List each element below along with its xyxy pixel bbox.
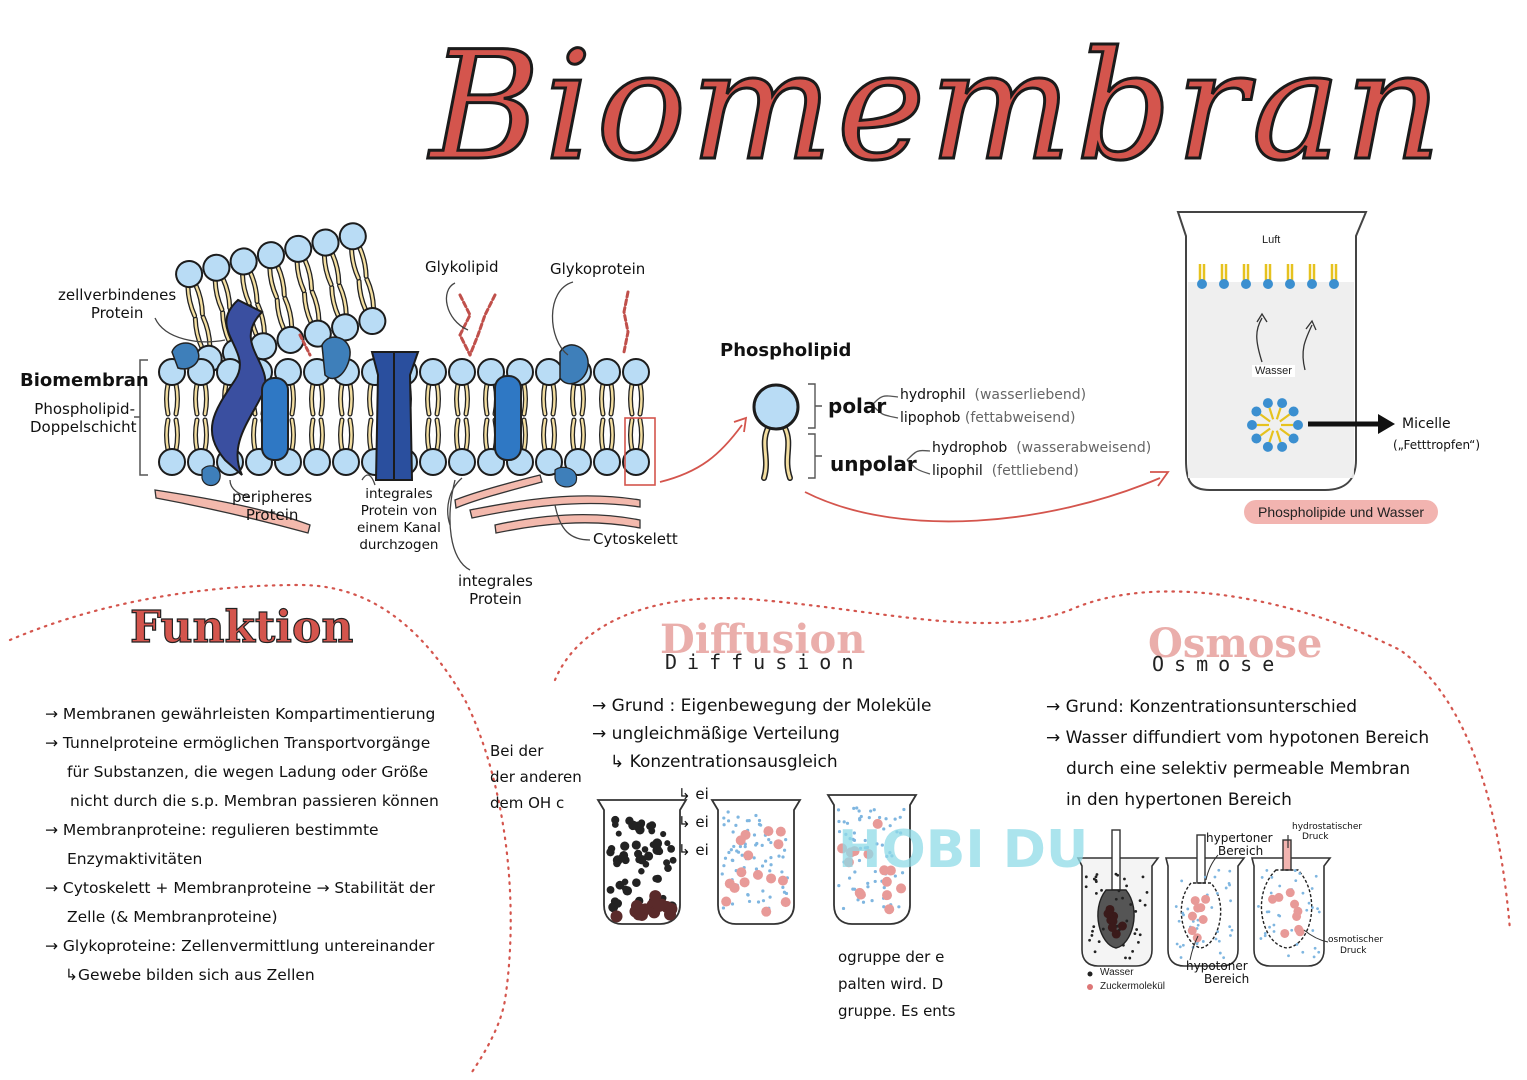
legend-wasser: Wasser	[1100, 967, 1134, 978]
label-luft: Luft	[1262, 234, 1281, 246]
sugar-chains	[298, 290, 630, 357]
highlight-box	[624, 417, 656, 486]
funktion-line: → Membranproteine: regulieren bestimmte	[45, 821, 379, 839]
funktion-line: → Tunnelproteine ermöglichen Transportvo…	[45, 734, 431, 752]
integral-protein-1	[261, 377, 289, 461]
leader-lines	[154, 281, 591, 571]
peripheral-protein-top	[171, 342, 200, 370]
integral-protein-2	[494, 375, 522, 461]
arrow-to-beaker	[804, 477, 1161, 523]
osmose-line: in den hypertonen Bereich	[1066, 790, 1292, 810]
diffusion-ei-fragments: ↳ ei↳ ei↳ ei	[678, 785, 709, 859]
label-hydrophob: hydrophob (wasserabweisend)	[932, 440, 1152, 456]
cytoskeleton-fibers	[154, 474, 641, 534]
osmose-beakers	[1076, 829, 1332, 990]
label-micelle: Micelle	[1402, 416, 1451, 432]
funktion-line: nicht durch die s.p. Membran passieren k…	[70, 792, 439, 810]
bottom-peripheral-protein-2	[554, 466, 578, 488]
diffusion-list: → Grund : Eigenbewegung der Moleküle → u…	[592, 692, 932, 776]
diffusion-heading: Diffusion	[660, 616, 866, 663]
zoom-arrow	[659, 424, 743, 483]
funktion-line: Zelle (& Membranproteine)	[67, 908, 278, 926]
osmose-subheading: Osmose	[1152, 652, 1285, 676]
label-hydrophil: hydrophil (wasserliebend)	[900, 387, 1087, 403]
single-phospholipid	[752, 383, 800, 481]
bilayer-bracket	[134, 359, 148, 476]
funktion-line: → Cytoskelett + Membranproteine → Stabil…	[45, 879, 435, 897]
label-cytoskeleton: Cytoskelett	[593, 530, 678, 548]
diffusion-subheading: Diffusion	[665, 650, 864, 674]
osmose-line: → Grund: Konzentrationsunterschied	[1046, 697, 1358, 717]
label-lipophob: lipophob (fettabweisend)	[900, 410, 1076, 426]
label-wasser: Wasser	[1252, 365, 1295, 377]
label-polar: polar	[828, 394, 887, 418]
peripheral-protein-2	[321, 336, 351, 380]
label-glycoprotein: Glykoprotein	[550, 260, 646, 278]
beaker-caption: Phospholipide und Wasser	[1244, 500, 1439, 524]
label-biomembran: Biomembran	[20, 370, 149, 391]
funktion-line: Enzymaktivitäten	[67, 850, 203, 868]
funktion-list: → Membranen gewährleisten Kompartimentie…	[45, 700, 439, 990]
label-glycolipid: Glykolipid	[425, 258, 499, 276]
label-unpolar: unpolar	[830, 452, 917, 476]
label-lipophil: lipophil (fettliebend)	[932, 463, 1079, 479]
diffusion-overlay-text: HOBI DU	[838, 820, 1089, 880]
funktion-border	[8, 583, 512, 1077]
funktion-heading: Funktion	[129, 601, 354, 653]
legend-zucker: Zuckermolekül	[1100, 981, 1166, 992]
diffusion-osmose-border	[553, 590, 1512, 932]
osmose-line: → Wasser diffundiert vom hypotonen Berei…	[1046, 728, 1430, 748]
diffusion-line: ↳ Konzentrationsausgleich	[610, 752, 838, 772]
bottom-peripheral-protein	[201, 465, 221, 487]
funktion-line: für Substanzen, die wegen Ladung oder Gr…	[67, 763, 429, 781]
bilayer-fragment	[175, 222, 387, 373]
funktion-line: → Membranen gewährleisten Kompartimentie…	[45, 705, 436, 723]
diffusion-beakers	[596, 794, 918, 925]
diffusion-line: → Grund : Eigenbewegung der Moleküle	[592, 696, 932, 716]
osmose-list: → Grund: Konzentrationsunterschied → Was…	[1046, 692, 1429, 816]
label-micelle-note: („Fetttropfen“)	[1393, 438, 1481, 452]
funktion-line: → Glykoproteine: Zellenvermittlung unter…	[45, 937, 435, 955]
osmose-line: durch eine selektiv permeable Membran	[1066, 759, 1411, 779]
phospholipid-title: Phospholipid	[720, 340, 852, 361]
page-title: Biomembran	[429, 19, 1446, 196]
cell-connecting-protein	[210, 298, 267, 476]
diffusion-line: → ungleichmäßige Verteilung	[592, 724, 840, 744]
funktion-line: ↳Gewebe bilden sich aus Zellen	[65, 966, 315, 984]
beaker-phospholipid-water	[1176, 211, 1395, 491]
osmose-heading: Osmose	[1148, 620, 1323, 667]
label-bilayer: Phospholipid-Doppelschicht	[30, 400, 137, 436]
